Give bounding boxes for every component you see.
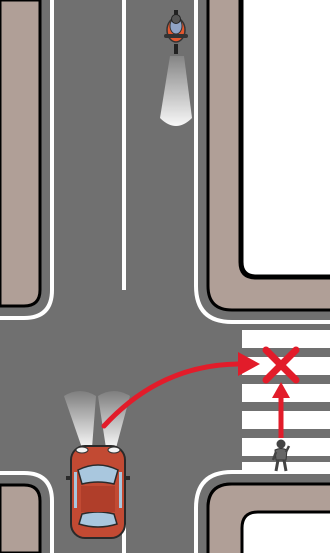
- car-topdown-icon: [66, 446, 130, 538]
- sidewalk-bottom-left: [0, 485, 40, 553]
- sidewalk-top-left: [0, 0, 40, 306]
